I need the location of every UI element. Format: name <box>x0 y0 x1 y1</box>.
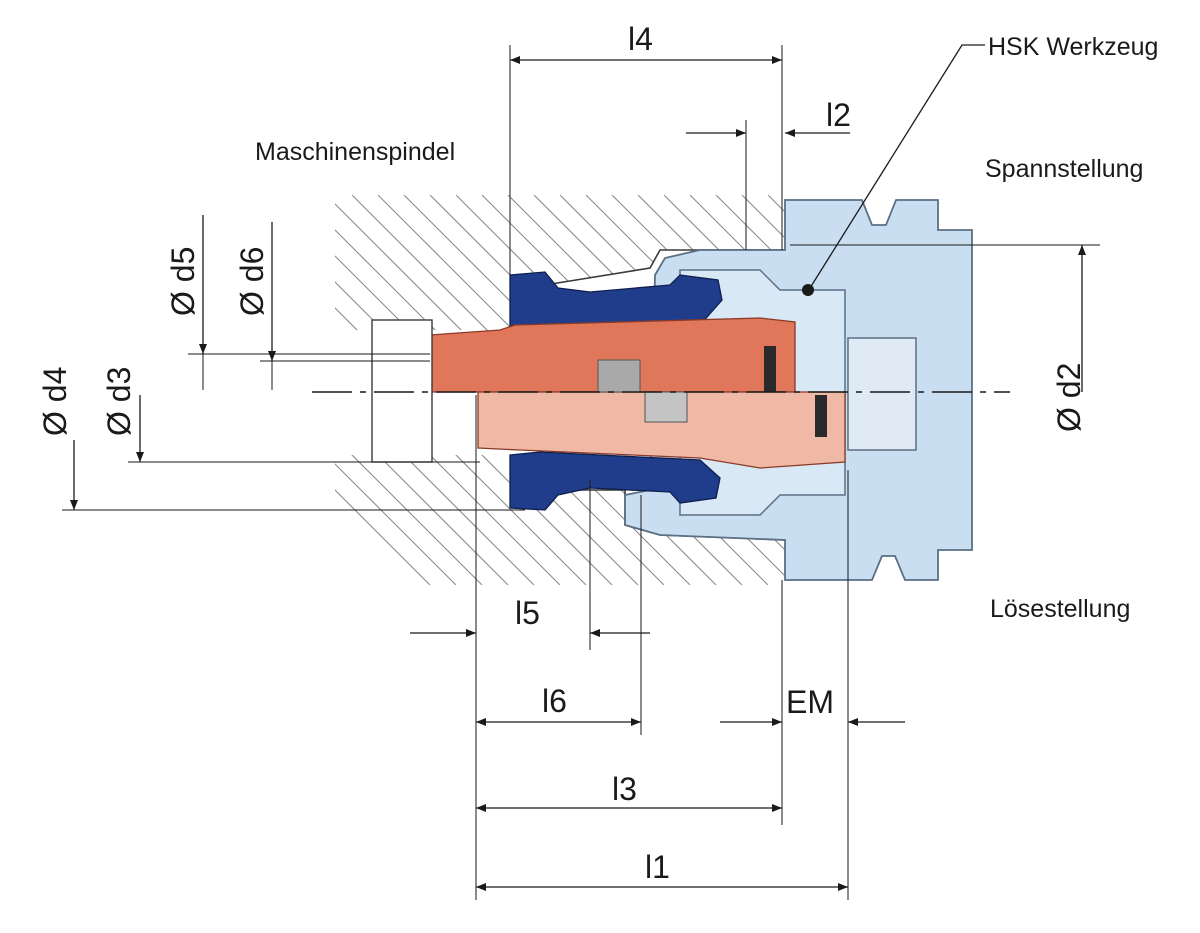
hsk-tool-leader-line <box>809 44 985 289</box>
dimension-label-l3: l3 <box>612 771 637 807</box>
drawbar-core-lower <box>644 391 688 423</box>
label-spannstellung: Spannstellung <box>985 155 1143 183</box>
dimension-l1: l1 <box>476 849 848 891</box>
collet <box>509 271 723 511</box>
dimension-label-l1: l1 <box>645 849 670 885</box>
collet-lower <box>509 451 721 511</box>
dimension-label-em: EM <box>786 684 834 720</box>
spindle-rod <box>371 319 433 463</box>
hatch-line <box>335 195 457 585</box>
dimension-l4: l4 <box>509 21 783 275</box>
dimension-l3: l3 <box>476 771 782 812</box>
dimension-label-d2: Ø d2 <box>1051 363 1087 432</box>
dimension-l2: l2 <box>686 97 851 250</box>
hatch-line <box>335 195 509 585</box>
label-maschinenspindel: Maschinenspindel <box>255 138 455 166</box>
hatch-line <box>335 195 483 585</box>
dimension-d3: Ø d3 <box>101 367 480 463</box>
hatch-line <box>1080 195 1200 585</box>
dimension-label-l5: l5 <box>515 595 540 631</box>
dimension-l5: l5 <box>410 480 650 650</box>
drawbar-core-upper <box>597 359 641 393</box>
dimension-d5: Ø d5 <box>165 215 430 390</box>
dimension-d4: Ø d4 <box>37 367 525 511</box>
drawbar-ring-lower <box>815 395 827 437</box>
label-hsk-werkzeug: HSK Werkzeug <box>988 33 1158 61</box>
hsk-tool-pointer-dot <box>802 284 814 296</box>
dimension-label-l4: l4 <box>628 21 653 57</box>
drawbar <box>371 317 846 469</box>
dimension-em: EM <box>720 470 905 900</box>
hsk-tool-rear-bore <box>847 337 917 451</box>
dimension-label-l2: l2 <box>826 97 851 133</box>
drawbar-ring-upper <box>764 346 776 392</box>
hatch-line <box>1002 195 1200 585</box>
dimension-d2: Ø d2 <box>790 244 1100 432</box>
dimension-d6: Ø d6 <box>234 222 430 390</box>
dimension-label-d5: Ø d5 <box>165 247 201 316</box>
hatch-line <box>335 195 431 585</box>
hatch-line <box>976 195 1200 585</box>
label-loesestellung: Lösestellung <box>990 595 1130 623</box>
dimension-label-d6: Ø d6 <box>234 247 270 316</box>
dimension-l6: l6 <box>475 395 642 900</box>
dimension-label-d3: Ø d3 <box>101 367 137 436</box>
dimension-label-l6: l6 <box>542 683 567 719</box>
drawbar-lower-half <box>477 391 846 469</box>
dimension-label-d4: Ø d4 <box>37 367 73 436</box>
